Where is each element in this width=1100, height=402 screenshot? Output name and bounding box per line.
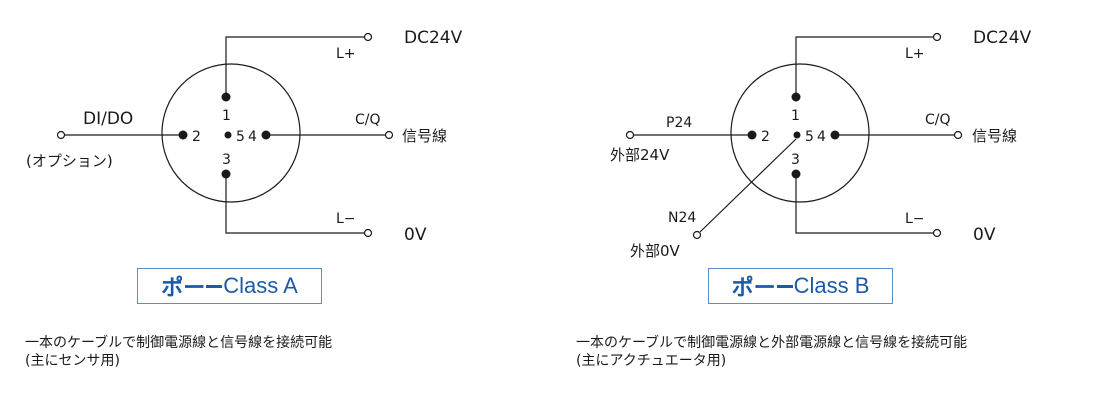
connector-a-body xyxy=(161,63,301,203)
connector-a-signal-label: 信号線 xyxy=(402,127,447,145)
connector-a-pin5-label: 5 xyxy=(236,129,245,145)
class-b-description-line1: 一本のケーブルで制御電源線と外部電源線と信号線を接続可能 xyxy=(576,335,968,351)
connector-a-cq-terminal xyxy=(384,130,394,140)
connector-b-body xyxy=(730,63,870,203)
connector-a-0v-label: 0V xyxy=(404,225,427,245)
class-a-description-line2: (主にセンサ用) xyxy=(25,353,120,369)
connector-b-pin4-label: 4 xyxy=(817,129,826,145)
connector-a-pin5-dot xyxy=(224,131,232,139)
port-class-b-badge: ポー Class B xyxy=(708,268,893,304)
connector-b-ext0-label: 外部0V xyxy=(630,242,681,260)
connector-b-pin4-dot xyxy=(830,130,840,140)
port-class-b-prefix: ポー xyxy=(731,275,776,300)
connector-b-p24-terminal xyxy=(625,130,635,140)
connector-b-lplus-terminal xyxy=(932,32,942,42)
connector-b-pin3-label: 3 xyxy=(791,152,800,168)
connector-b-n24-label: N24 xyxy=(668,210,696,226)
connector-b-pin2-label: 2 xyxy=(761,129,770,145)
connector-b-0v-label: 0V xyxy=(973,225,996,245)
connector-a-pin4-dot xyxy=(261,130,271,140)
connector-b-signal-label: 信号線 xyxy=(972,127,1017,145)
port-class-a-badge: ポー Class A xyxy=(137,268,322,304)
connector-a-option-label: (オプション) xyxy=(26,152,113,170)
connector-b-lplus-wire xyxy=(795,36,934,97)
connector-b-pin5-dot xyxy=(793,131,801,139)
port-class-b-bar xyxy=(776,284,793,288)
connector-a-pin3-dot xyxy=(221,169,231,179)
connector-a-dido-terminal xyxy=(56,130,66,140)
connector-b-lplus-label: L+ xyxy=(905,46,925,62)
connector-a-cq-label: C/Q xyxy=(355,112,381,128)
connector-b-lminus-label: L− xyxy=(905,211,925,227)
diagram-class-a xyxy=(56,32,394,238)
connector-a-pin2-label: 2 xyxy=(192,129,201,145)
port-class-a-text: Class A xyxy=(223,273,298,298)
connector-b-cq-terminal xyxy=(953,130,963,140)
connector-b-pins xyxy=(747,92,840,179)
connector-a-dc24v-label: DC24V xyxy=(404,28,463,48)
connector-a-lplus-wire xyxy=(225,36,365,97)
class-a-description-line1: 一本のケーブルで制御電源線と信号線を接続可能 xyxy=(25,335,333,351)
connector-b-lminus-wire xyxy=(795,174,934,234)
connector-a-pin1-dot xyxy=(221,92,231,102)
connector-a-dido-label: DI/DO xyxy=(83,109,133,129)
connector-b-pin1-label: 1 xyxy=(791,108,800,124)
class-b-description-line2: (主にアクチュエータ用) xyxy=(576,353,727,369)
connector-b-pin1-dot xyxy=(791,92,801,102)
class-b-description: 一本のケーブルで制御電源線と外部電源線と信号線を接続可能 (主にアクチュエータ用… xyxy=(576,334,967,370)
port-class-a-bar xyxy=(206,284,223,288)
connector-a-lminus-terminal xyxy=(363,228,373,238)
port-class-a-prefix: ポー xyxy=(161,275,206,300)
connector-a-lminus-wire xyxy=(225,174,365,234)
port-class-b-text: Class B xyxy=(793,273,870,298)
connector-a-lminus-label: L− xyxy=(336,211,356,227)
connector-a-pin2-dot xyxy=(178,130,188,140)
connector-a-lplus-terminal xyxy=(363,32,373,42)
connector-a-pin3-label: 3 xyxy=(222,152,231,168)
connector-b-lminus-terminal xyxy=(932,228,942,238)
connector-b-pin2-dot xyxy=(747,130,757,140)
connector-a-pin1-label: 1 xyxy=(222,108,231,124)
connector-a-pin4-label: 4 xyxy=(248,129,257,145)
class-a-description: 一本のケーブルで制御電源線と信号線を接続可能 (主にセンサ用) xyxy=(25,334,332,370)
connector-b-n24-terminal xyxy=(692,230,702,240)
connector-b-dc24v-label: DC24V xyxy=(973,28,1032,48)
diagram-class-b xyxy=(625,32,963,240)
connector-b-cq-label: C/Q xyxy=(925,112,951,128)
connector-b-n24-wire xyxy=(699,138,797,233)
connector-a-lplus-label: L+ xyxy=(336,46,356,62)
connector-b-p24-label: P24 xyxy=(666,115,692,131)
connector-a-pins xyxy=(178,92,271,179)
connector-b-ext24-label: 外部24V xyxy=(610,146,670,164)
connector-b-pin5-label: 5 xyxy=(805,129,814,145)
connector-b-pin3-dot xyxy=(791,169,801,179)
